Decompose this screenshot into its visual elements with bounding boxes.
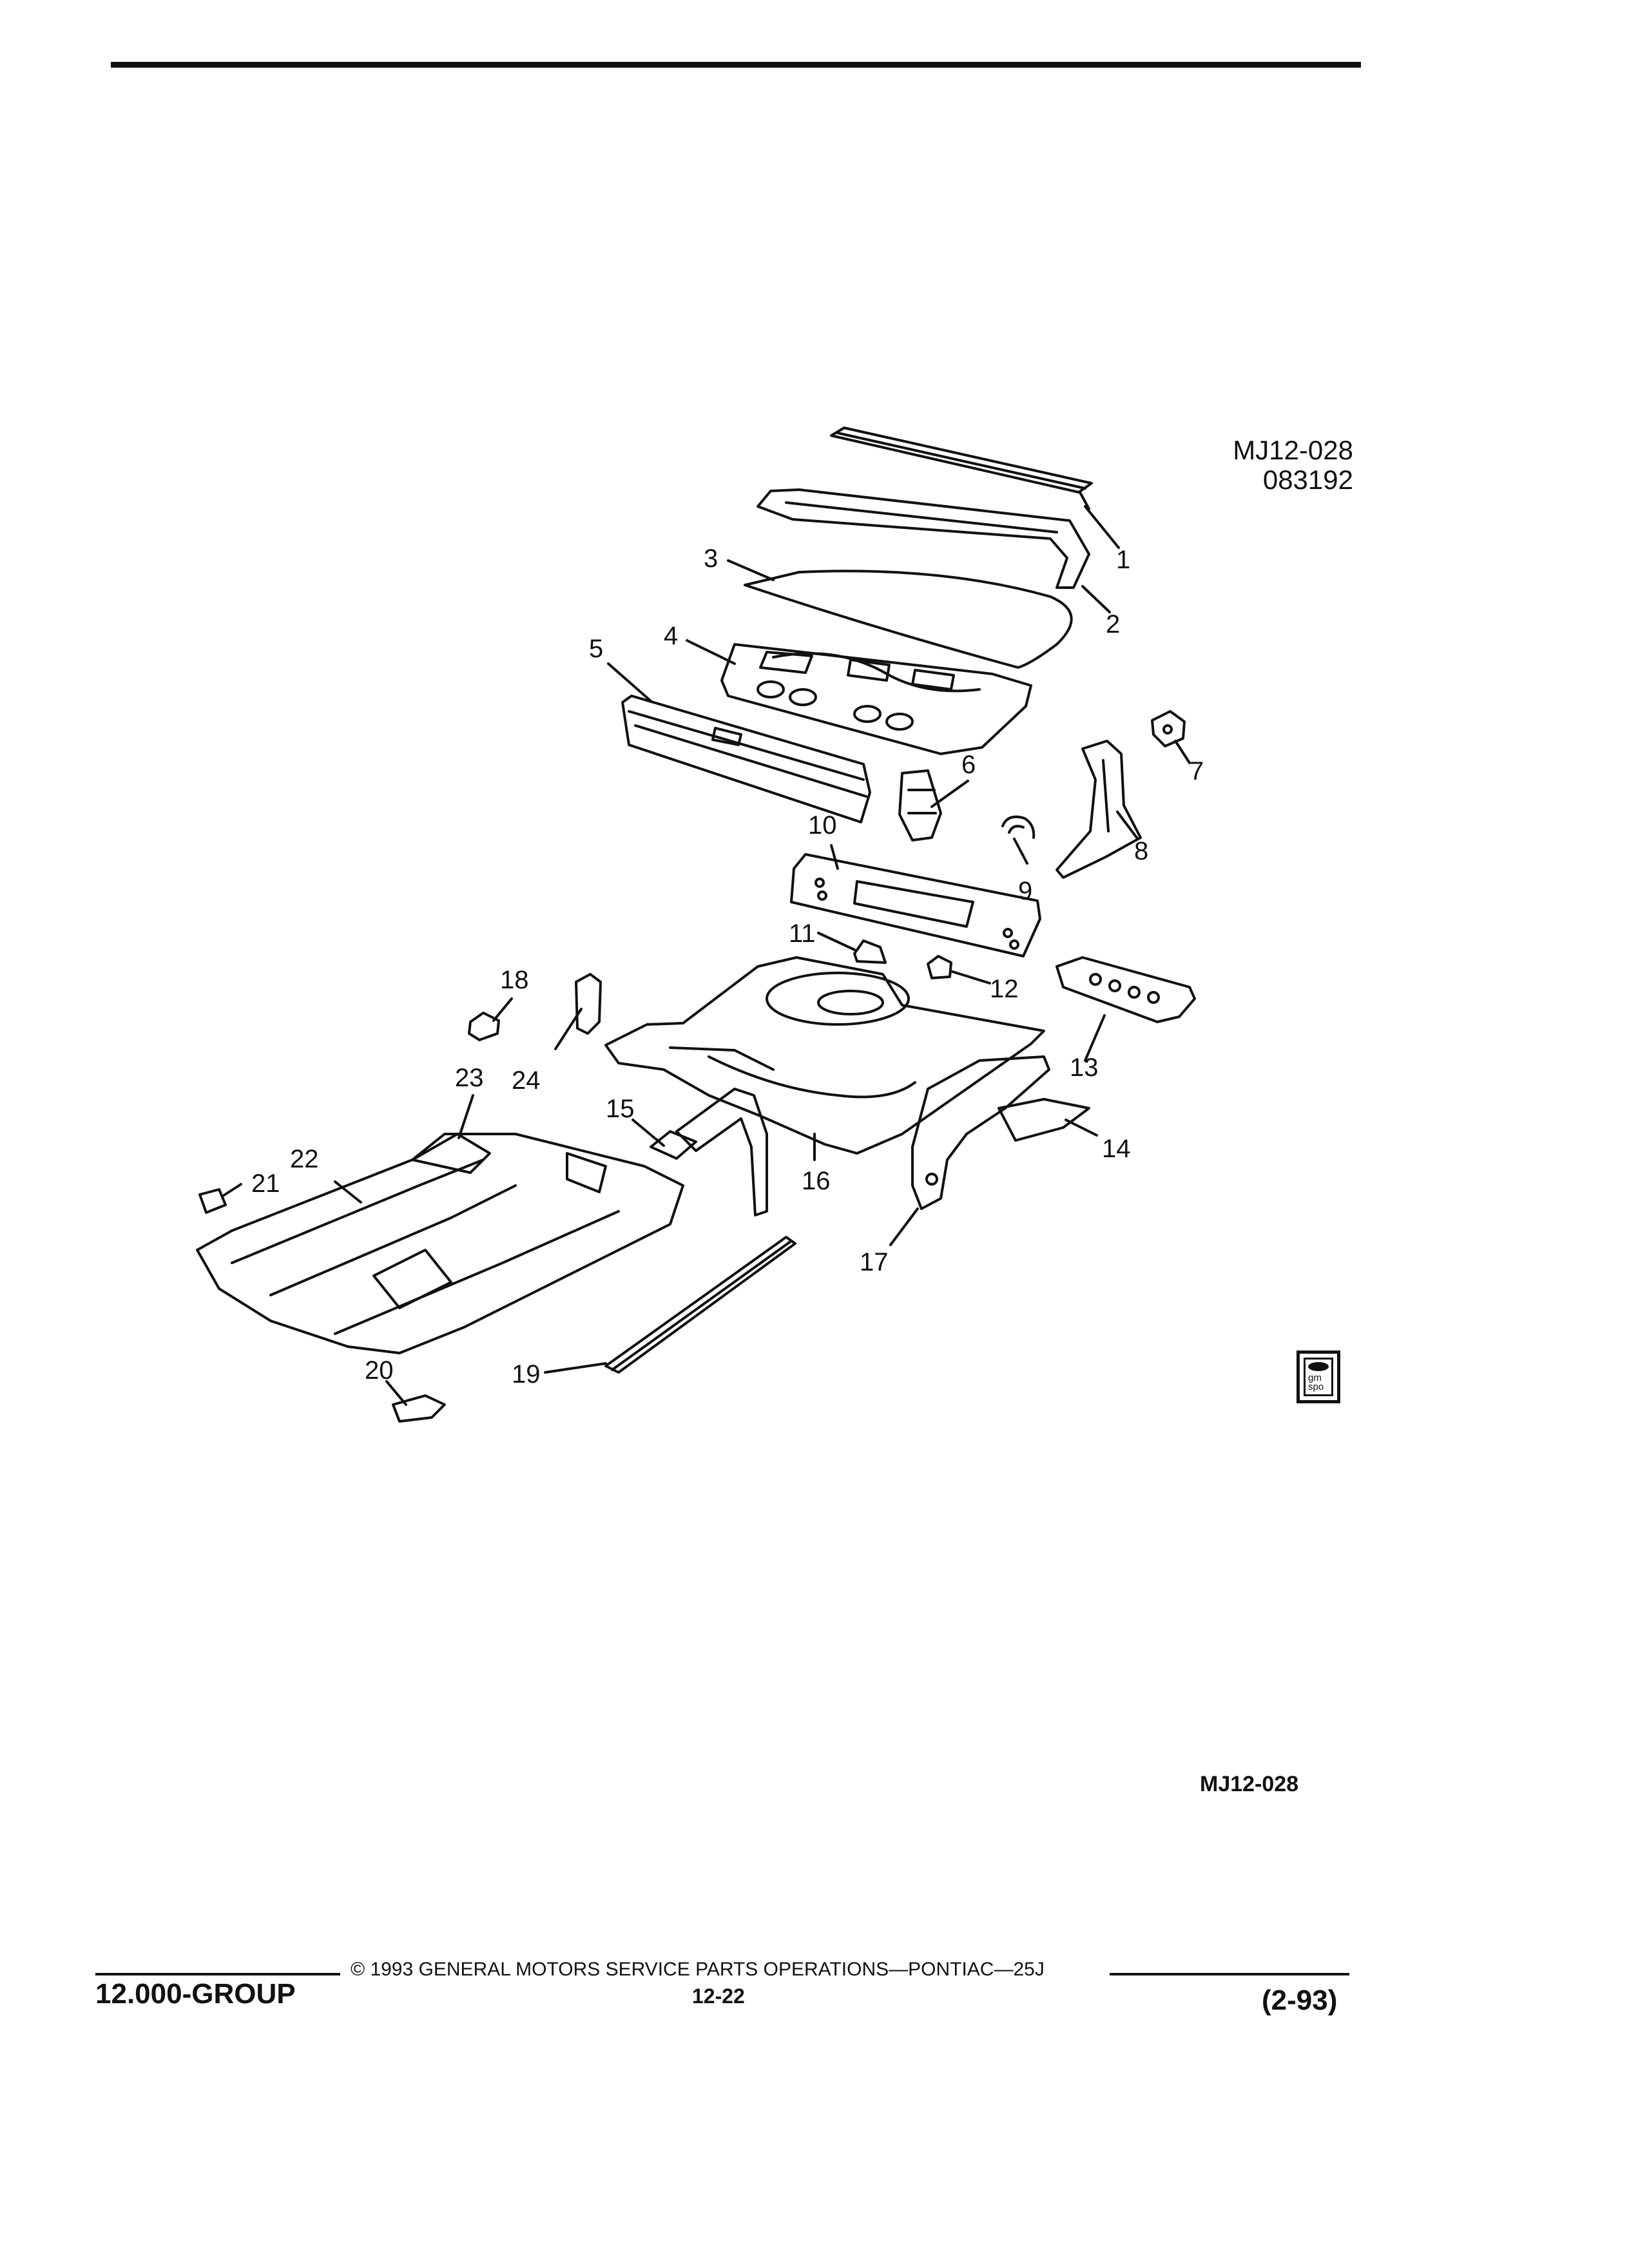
footer-group: 12.000-GROUP <box>95 1978 296 2010</box>
leader-lines <box>222 505 1191 1406</box>
callout-21: 21 <box>251 1169 280 1198</box>
part-3-panel <box>744 570 1073 669</box>
part-22-main-floor-pan <box>196 1133 684 1354</box>
part-17-rear-rail <box>911 1055 1050 1210</box>
callout-14: 14 <box>1102 1135 1131 1163</box>
reference-code: MJ12-028 <box>1200 1772 1299 1796</box>
part-7-small-bracket <box>1151 710 1186 747</box>
callout-19: 19 <box>512 1360 541 1389</box>
callout-16: 16 <box>802 1167 831 1195</box>
part-2-rear-header <box>757 488 1090 589</box>
callout-5: 5 <box>589 635 603 663</box>
callout-1: 1 <box>1116 546 1130 574</box>
part-20-bracket <box>392 1394 446 1423</box>
part-8-quarter-pillar <box>1055 740 1142 879</box>
part-24-bracket <box>575 973 602 1035</box>
callout-7: 7 <box>1190 757 1204 785</box>
part-18-bracket <box>468 1012 500 1041</box>
footer-copyright: © 1993 GENERAL MOTORS SERVICE PARTS OPER… <box>351 1959 1045 1980</box>
part-12-bracket <box>927 955 952 979</box>
callout-22: 22 <box>290 1145 319 1173</box>
footer-rule-left <box>95 1973 340 1975</box>
drawing-id: MJ12-028 <box>1233 435 1353 465</box>
part-14-bracket <box>998 1098 1090 1142</box>
part-11-bracket <box>853 939 887 964</box>
footer-rule-right <box>1110 1973 1349 1975</box>
part-9-clip <box>1001 815 1036 839</box>
callout-11: 11 <box>789 919 816 948</box>
callout-18: 18 <box>500 966 529 994</box>
part-21-plug <box>198 1188 227 1214</box>
callout-17: 17 <box>860 1248 889 1276</box>
drawing-id-block: MJ12-028 083192 <box>1233 436 1353 495</box>
part-15-brace <box>650 1088 768 1216</box>
callout-4: 4 <box>664 622 678 650</box>
callout-8: 8 <box>1134 837 1148 865</box>
callout-3: 3 <box>704 544 718 573</box>
part-10-rear-panel <box>790 853 1041 957</box>
callout-15: 15 <box>606 1095 635 1123</box>
part-5-bulkhead <box>621 695 871 823</box>
drawing-date: 083192 <box>1262 465 1353 495</box>
callout-23: 23 <box>455 1064 484 1092</box>
part-16-rear-floor <box>604 956 1045 1155</box>
callout-2: 2 <box>1106 610 1120 639</box>
callout-9: 9 <box>1018 877 1032 905</box>
callout-24: 24 <box>512 1066 541 1095</box>
callout-6: 6 <box>961 751 976 779</box>
footer-date: (2-93) <box>1262 1984 1338 2016</box>
part-6-bracket <box>898 769 942 841</box>
callout-12: 12 <box>990 975 1019 1003</box>
callout-13: 13 <box>1070 1053 1099 1082</box>
callout-10: 10 <box>808 811 837 840</box>
footer-page-number: 12-22 <box>692 1984 745 2008</box>
part-13-rail <box>1055 956 1196 1023</box>
part-1-roof-rail <box>830 427 1093 510</box>
top-rule <box>111 62 1361 68</box>
part-19-rocker <box>604 1236 796 1374</box>
callout-20: 20 <box>365 1356 394 1385</box>
part-4-package-shelf <box>720 643 1032 755</box>
